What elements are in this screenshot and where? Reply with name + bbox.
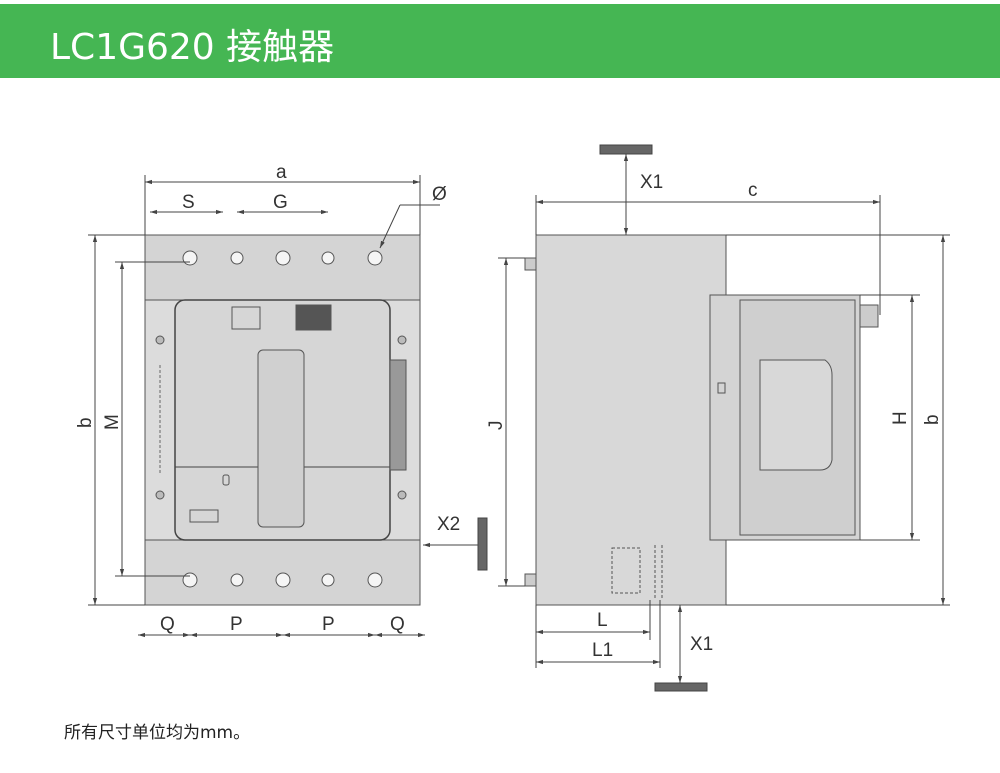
label-Q-left: Q (160, 614, 175, 635)
label-diameter: Ø (432, 184, 447, 205)
page-title: LC1G620 接触器 (50, 27, 335, 68)
title-banner: LC1G620 接触器 (0, 4, 1000, 78)
label-G: G (273, 192, 288, 213)
label-b-side: b (922, 414, 943, 425)
side-dimensions (498, 144, 950, 692)
label-S: S (182, 192, 195, 213)
label-c: c (748, 180, 758, 201)
label-H: H (890, 411, 911, 425)
label-L1: L1 (592, 640, 613, 661)
front-dimensions (88, 175, 488, 638)
side-view (524, 234, 879, 606)
label-X1-bottom: X1 (690, 634, 713, 655)
label-Q-right: Q (390, 614, 405, 635)
label-b: b (75, 417, 96, 428)
label-L: L (597, 610, 608, 631)
label-P-right: P (322, 614, 335, 635)
label-a: a (276, 162, 287, 183)
label-J: J (486, 421, 507, 431)
label-M: M (102, 414, 123, 430)
side-labels: X1 c J H b L L1 X1 (486, 172, 943, 661)
units-note: 所有尺寸单位均为mm。 (64, 723, 251, 743)
label-X2: X2 (437, 514, 460, 535)
label-P-left: P (230, 614, 243, 635)
front-labels: a S G Ø b M Q P P Q X2 (75, 162, 460, 635)
front-view (144, 234, 421, 606)
label-X1-top: X1 (640, 172, 663, 193)
